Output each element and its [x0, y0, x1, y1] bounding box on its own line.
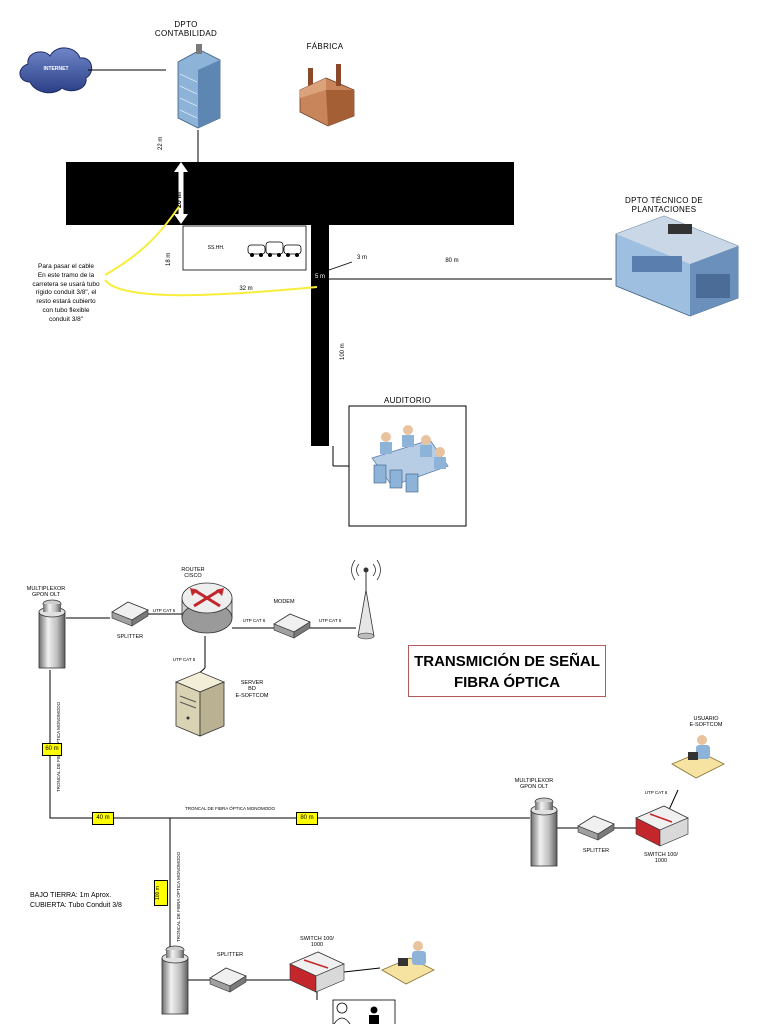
road-vertical — [311, 225, 329, 446]
switch2-label: SWITCH 100/ 1000 — [644, 852, 678, 865]
distance-100m-road: 100 m — [340, 343, 346, 360]
cable-utp4: UTP CAT 5 — [172, 657, 196, 662]
splitter-icon — [111, 601, 149, 627]
tag-40m: 40 m — [92, 812, 114, 825]
multiplexor-icon — [161, 945, 189, 1015]
diagram-title: TRANSMICIÓN DE SEÑAL FIBRA ÓPTICA — [408, 645, 606, 697]
cable-utp5: UTP CAT 6 — [644, 790, 668, 795]
distance-3m: 3 m — [356, 255, 367, 261]
modem-icon — [273, 613, 311, 639]
office-building-icon — [177, 44, 221, 129]
trunk-horizontal-label: TRONCAL DE FIBRA ÓPTICA MONOMODO — [184, 806, 276, 811]
mux1-label: MULTIPLEXOR GPON OLT — [26, 586, 66, 599]
server-label: SERVER BD E-SOFTCOM — [235, 680, 269, 699]
switch3-label: SWITCH 100/ 1000 — [300, 936, 334, 949]
splitter3-label: SPLITTER — [216, 952, 244, 958]
switch-icon — [289, 951, 345, 993]
user-desk-icon — [671, 735, 725, 779]
cable-utp1: UTP CAT 6 — [152, 608, 176, 613]
splitter1-label: SPLITTER — [116, 634, 144, 640]
router-label: ROUTER CISCO — [181, 567, 205, 580]
auditorio-label: AUDITORIO — [383, 396, 431, 405]
mux2-label: MULTIPLEXOR GPON OLT — [514, 778, 554, 791]
internet-cloud-icon — [19, 47, 93, 94]
server-icon — [174, 671, 226, 737]
distance-20m: 20 m — [176, 192, 183, 208]
fabrica-label: FÁBRICA — [306, 42, 344, 51]
tag-80m: 80 m — [296, 812, 318, 825]
tag-60m: 60 m — [42, 743, 62, 756]
distance-18m: 18 m — [166, 252, 172, 266]
road-horizontal — [66, 162, 514, 225]
distance-32m: 32 m — [239, 286, 253, 292]
distance-80m-plan: 80 m — [445, 258, 459, 264]
sshh-label: SS.HH. — [207, 245, 225, 251]
meeting-room-icon — [371, 425, 449, 493]
user-desk-icon — [381, 941, 435, 985]
trunk-vertical-label-2: TRONCAL DE FIBRA ÓPTICA MONOMODO — [176, 851, 181, 942]
switch-icon — [635, 805, 689, 847]
cable-utp2: UTP CAT 6 — [242, 618, 266, 623]
usuario-label: USUARIO E-SOFTCOM — [689, 716, 723, 729]
technical-building-icon — [615, 215, 739, 317]
distance-arrow — [174, 162, 188, 224]
ground-note-line2: CUBIERTA: Tubo Conduit 3/8 — [30, 902, 122, 909]
factory-icon — [299, 64, 355, 127]
ground-note-line1: BAJO TIERRA: 1m Aprox. — [30, 892, 112, 899]
cable-utp3: UTP CAT 6 — [318, 618, 342, 623]
splitter-icon — [577, 815, 615, 841]
splitter2-label: SPLITTER — [582, 848, 610, 854]
internet-label: INTERNET — [43, 66, 69, 72]
router-icon — [181, 582, 233, 634]
dpto-contabilidad-label: DPTO CONTABILIDAD — [154, 20, 218, 39]
tag-100m: 100 m — [154, 880, 168, 906]
person-icon — [333, 1002, 379, 1024]
multiplexor-icon — [530, 797, 558, 867]
distance-5m: 5 m — [314, 274, 325, 280]
antenna-icon — [351, 559, 381, 640]
distance-22m: 22 m — [158, 136, 164, 150]
cable-note: Para pasar el cable En este tramo de la … — [32, 263, 100, 323]
splitter-icon — [209, 967, 247, 993]
modem-label: MODEM — [273, 599, 295, 605]
multiplexor-icon — [38, 599, 66, 669]
car-icon — [247, 241, 302, 257]
dpto-tecnico-label: DPTO TÉCNICO DE PLANTACIONES — [625, 196, 703, 215]
